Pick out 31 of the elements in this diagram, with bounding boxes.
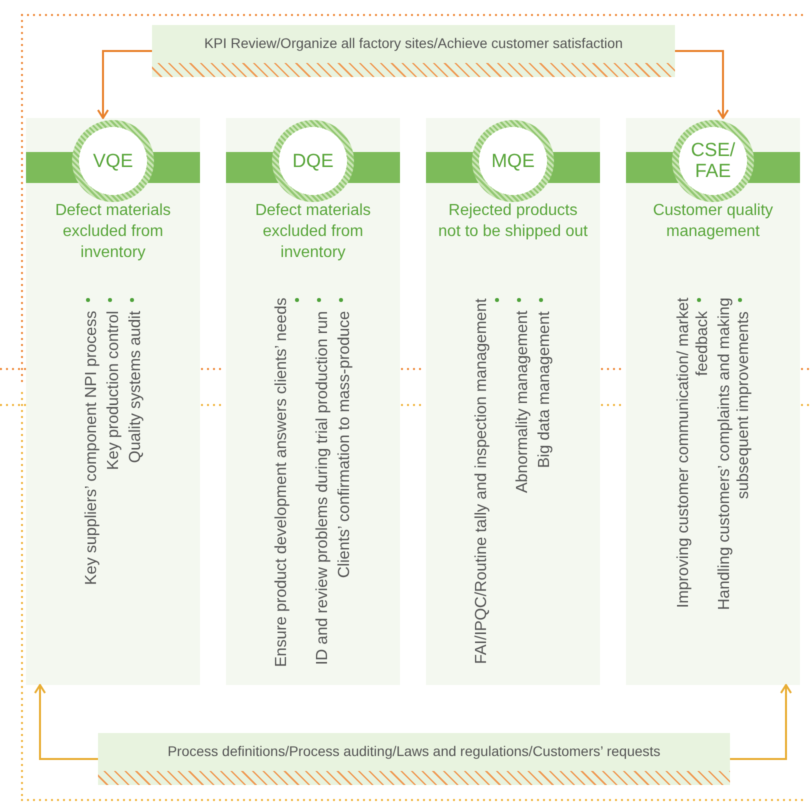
bullet-item: Quality systems audit: [126, 298, 144, 673]
arrow: [97, 50, 152, 119]
column-subtitle: Customer quality management: [652, 201, 774, 242]
banner-box: [98, 733, 730, 785]
arrow: [34, 684, 98, 760]
banner-text: KPI Review/Organize all factory sites/Achieve customer satisfaction: [203, 35, 624, 51]
bullet-item: Improving customer communication/ market feedback: [674, 298, 712, 673]
bullet-item: Big data management: [535, 298, 554, 673]
column-panel: [626, 118, 800, 685]
role-label: MQE: [490, 150, 536, 172]
role-label: CSE/ FAE: [690, 140, 736, 182]
bullet-item: Abnormality management: [513, 298, 532, 673]
bullet-item: Ensure product development answers clients’ needs: [272, 298, 310, 673]
bullet-item: Clients’ confirmation to mass-produce: [335, 298, 354, 673]
banner-box: [152, 25, 675, 77]
column-subtitle: Rejected products not to be shipped out: [438, 201, 588, 242]
bullet-item: ID and review problems during trial production run: [313, 298, 332, 673]
column-panel: [26, 118, 200, 685]
role-label: VQE: [92, 150, 134, 172]
role-label: DQE: [291, 150, 335, 172]
arrow: [675, 50, 729, 119]
bullet-item: FAI/IPQC/Routine tally and inspection management: [472, 298, 510, 673]
column-panel: [226, 118, 400, 685]
bullet-item: Key production control: [104, 298, 122, 673]
bullet-item: Handling customers’ complaints and making subsequent improvements: [714, 298, 752, 673]
banner-text: Process definitions/Process auditing/Laws and regulations/Customers’ requests: [166, 743, 662, 759]
bullet-item: Key suppliers’ component NPI process: [82, 298, 100, 673]
column-panel: [426, 118, 600, 685]
column-subtitle: Defect materials excluded from inventory: [254, 201, 372, 263]
arrow: [730, 684, 792, 760]
column-subtitle: Defect materials excluded from inventory: [54, 201, 172, 263]
